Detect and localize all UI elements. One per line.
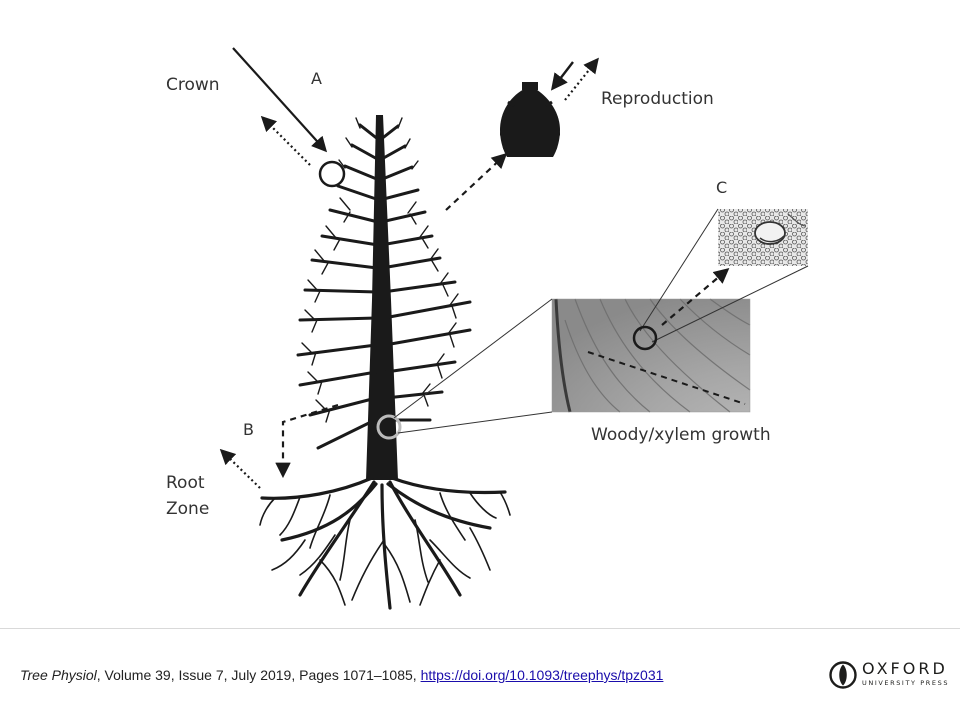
xylem-detail-image — [718, 209, 808, 266]
crown-outgoing-arrow — [260, 115, 311, 166]
wood-section-image — [551, 298, 751, 413]
crown-marker-circle — [318, 160, 346, 188]
xylem-marker-circle — [632, 325, 658, 351]
section-internal-arrow — [587, 351, 746, 405]
oxford-logo-icon — [829, 661, 857, 689]
tree-to-cone-arrow — [445, 152, 508, 211]
zoom-line-top — [393, 298, 553, 419]
oxford-subtitle: UNIVERSITY PRESS — [862, 679, 950, 687]
trunk-marker-circle — [376, 414, 402, 440]
label-root: Root — [166, 473, 205, 493]
zoom-line-bottom — [397, 411, 553, 434]
cone-outgoing-arrow — [564, 57, 599, 101]
tree-to-root-arrow — [275, 403, 339, 479]
label-b: B — [243, 420, 254, 439]
label-c: C — [716, 178, 728, 197]
cone-incoming-arrow — [550, 61, 574, 91]
footer-divider — [0, 628, 960, 629]
xylem-zoom-line-bottom — [651, 265, 809, 343]
label-reproduction: Reproduction — [601, 89, 714, 109]
oxford-wordmark: OXFORD — [862, 659, 948, 678]
xylem-zoom-line-top — [639, 208, 719, 332]
root-outgoing-arrow — [219, 448, 261, 489]
citation-doi-link[interactable]: https://doi.org/10.1093/treephys/tpz031 — [420, 667, 664, 683]
tree-roots — [259, 476, 511, 610]
cone-icon — [500, 82, 560, 157]
tree-diagram — [219, 47, 809, 610]
label-crown: Crown — [166, 75, 220, 95]
citation-details: , Volume 39, Issue 7, July 2019, Pages 1… — [96, 667, 421, 683]
citation: Tree Physiol, Volume 39, Issue 7, July 2… — [20, 667, 663, 683]
crown-incoming-arrow — [232, 47, 328, 153]
section-to-xylem-arrow — [661, 268, 730, 326]
citation-journal: Tree Physiol — [20, 667, 97, 683]
tree-trunk — [366, 115, 398, 480]
label-zone: Zone — [166, 499, 210, 519]
tree-branches — [296, 117, 472, 450]
label-a: A — [311, 69, 322, 88]
label-woody-xylem-growth: Woody/xylem growth — [591, 425, 771, 445]
